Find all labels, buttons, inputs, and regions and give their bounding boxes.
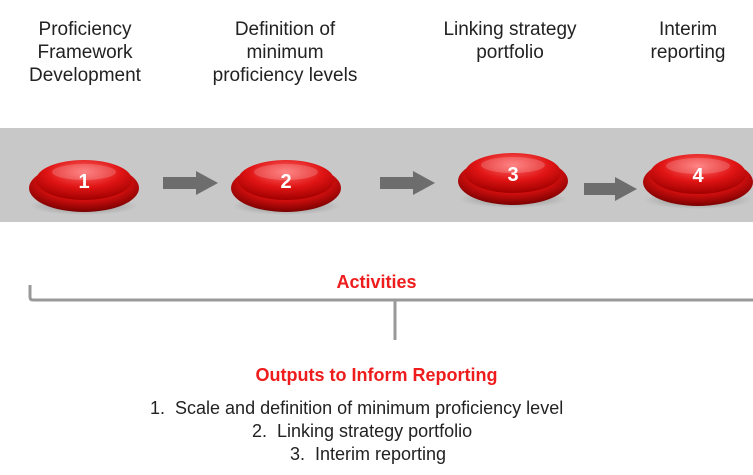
step-2-button: 2 [231, 160, 341, 215]
list-item-text: Interim reporting [315, 444, 447, 464]
arrow-3-to-4 [584, 177, 637, 201]
arrow-1-to-2 [163, 171, 218, 195]
step-1-number: 1 [78, 171, 89, 193]
arrow-2-to-3 [380, 171, 435, 195]
list-item-number: 2. [252, 421, 268, 441]
list-item-text: Scale and definition of minimum proficie… [175, 398, 564, 418]
activities-label: Activities [336, 272, 417, 292]
step-4-button: 4 [643, 154, 753, 209]
step-4-number: 4 [692, 165, 704, 187]
list-item: 1. Scale and definition of minimum profic… [150, 397, 563, 420]
list-item: 2. Linking strategy portfolio [252, 420, 472, 443]
step-2-label: Definition of minimum proficiency levels [212, 19, 358, 86]
step-2-number: 2 [280, 171, 291, 193]
step-3-number: 3 [507, 164, 518, 186]
list-item-text: Linking strategy portfolio [277, 421, 473, 441]
list-item-number: 1. [150, 398, 166, 418]
step-3-button: 3 [458, 153, 568, 208]
step-4-label: Interim reporting [650, 19, 726, 63]
outputs-title: Outputs to Inform Reporting [255, 365, 498, 385]
activities-bracket [28, 285, 753, 302]
step-3-label: Linking strategy portfolio [443, 19, 577, 63]
list-item-number: 3. [290, 444, 306, 464]
list-item: 3. Interim reporting [290, 443, 446, 466]
step-1-button: 1 [29, 160, 139, 215]
step-1-label: Proficiency Framework Development [29, 19, 141, 86]
